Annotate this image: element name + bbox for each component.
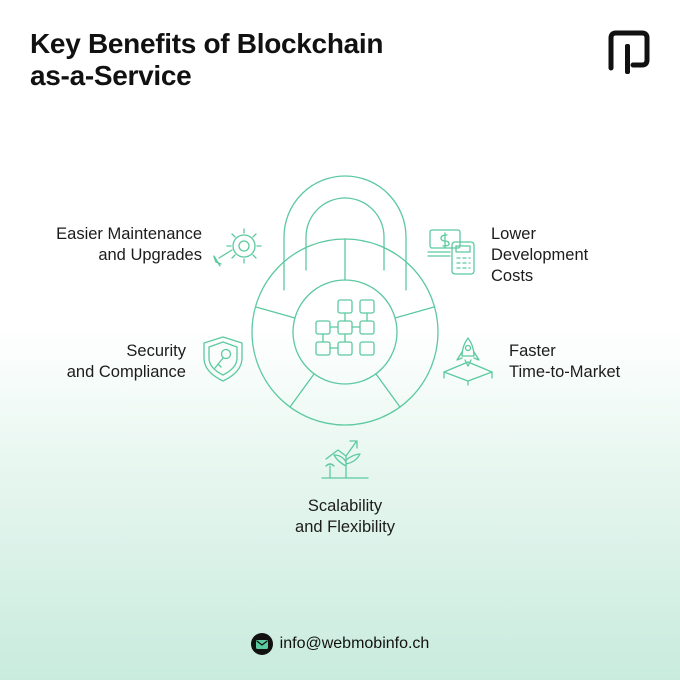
shield-key-icon [203,336,243,382]
brand-logo-icon [608,30,650,74]
lock-shackle-inner [305,197,385,271]
lock-shackle [283,175,407,291]
benefit-maintenance-line2: and Upgrades [98,246,202,264]
benefit-costs-line1: Lower [491,225,536,243]
page-title: Key Benefits of Blockchain as-a-Service [30,28,383,92]
benefit-maintenance: Easier Maintenance and Upgrades [56,224,202,266]
benefit-market: Faster Time-to-Market [509,341,620,383]
money-calculator-icon [427,229,475,275]
blockchain-network-icon [315,299,375,356]
title-line-2: as-a-Service [30,60,192,91]
email-icon [250,633,273,655]
benefit-maintenance-line1: Easier Maintenance [56,225,202,243]
benefit-scalability-line1: Scalability [307,497,383,515]
benefit-market-line1: Faster [509,342,556,360]
contact-email[interactable]: info@webmobinfo.ch [279,635,430,652]
benefit-costs-line3: Costs [491,267,534,285]
contact-footer: info@webmobinfo.ch [0,633,680,655]
lock-segment-dividers [255,238,435,408]
benefit-security-line1: Security [126,342,186,360]
benefit-costs-line2: Development [491,246,589,264]
gear-wrench-icon [213,228,262,267]
benefit-market-line2: Time-to-Market [509,363,621,381]
benefit-scalability-line2: and Flexibility [295,518,395,536]
title-line-1: Key Benefits of Blockchain [30,28,384,59]
benefit-security: Security and Compliance [67,341,186,383]
benefit-security-line2: and Compliance [66,363,186,381]
plant-growth-icon [321,440,369,479]
rocket-launch-icon [443,337,493,386]
benefit-scalability: Scalability and Flexibility [245,496,445,538]
benefit-costs: Lower Development Costs [491,224,588,287]
lock-inner-core [292,279,398,385]
